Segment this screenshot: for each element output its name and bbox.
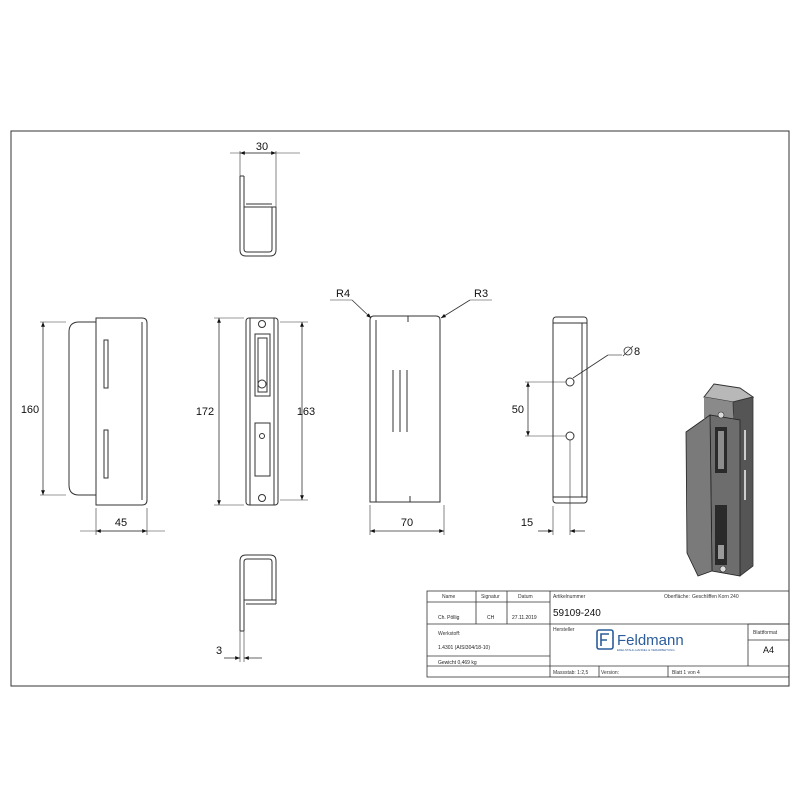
dim-width-45: 45 (115, 517, 127, 529)
title-signature-value: CH (487, 615, 495, 621)
feldmann-logo: Feldmann EDELSTAHL-HANDEL & VERARBEITUNG (596, 629, 684, 652)
drawing-border (10, 130, 790, 687)
isometric-product-image (685, 383, 755, 577)
title-surface-value: Geschliffen Korn 240 (692, 594, 739, 600)
dim-offset-15: 15 (521, 517, 533, 529)
title-material-label: Werkstoff: (438, 631, 460, 637)
front-view (214, 317, 308, 506)
title-col-name: Name (442, 594, 456, 600)
dim-hole-diameter: 8 (634, 346, 640, 358)
side-view (330, 299, 492, 535)
dim-width-70: 70 (401, 517, 413, 529)
title-material-value: 1.4301 (AISI304/18-10) (438, 645, 490, 651)
dim-top-width: 30 (256, 141, 268, 153)
top-view (230, 151, 300, 257)
dim-height-172: 172 (196, 406, 214, 418)
dim-height-160: 160 (21, 404, 39, 416)
logo-tagline: EDELSTAHL-HANDEL & VERARBEITUNG (617, 648, 675, 652)
title-version-label: Version: (601, 670, 619, 676)
dim-thickness-3: 3 (216, 645, 222, 657)
dim-radius-r4: R4 (336, 288, 350, 300)
title-col-signature: Signatur (481, 594, 500, 600)
logo-text: Feldmann (617, 632, 684, 649)
bottom-view (224, 554, 277, 662)
title-article-number: 59109-240 (553, 608, 601, 619)
dim-hole-spacing: 50 (512, 404, 524, 416)
title-article-label: Artikelnummer (553, 594, 586, 600)
left-view (40, 317, 165, 535)
title-date-value: 27.11.2019 (512, 615, 537, 621)
title-manufacturer-label: Hersteller (553, 627, 575, 633)
title-col-date: Datum (518, 594, 533, 600)
title-block (426, 590, 790, 678)
title-surface-label: Oberfläche: (664, 594, 690, 600)
dim-height-163: 163 (297, 406, 315, 418)
title-weight-label: Gewicht 0,469 kg (438, 660, 477, 666)
title-name-value: Ch. Pöllig (438, 615, 460, 621)
title-format-value: A4 (763, 645, 774, 655)
title-scale-label: Massstab: 1:2,5 (553, 670, 589, 676)
dim-radius-r3: R3 (474, 288, 488, 300)
right-view (525, 316, 634, 535)
title-format-label: Blattformat (753, 630, 778, 636)
title-sheet-label: Blatt 1 von 4 (672, 670, 700, 676)
